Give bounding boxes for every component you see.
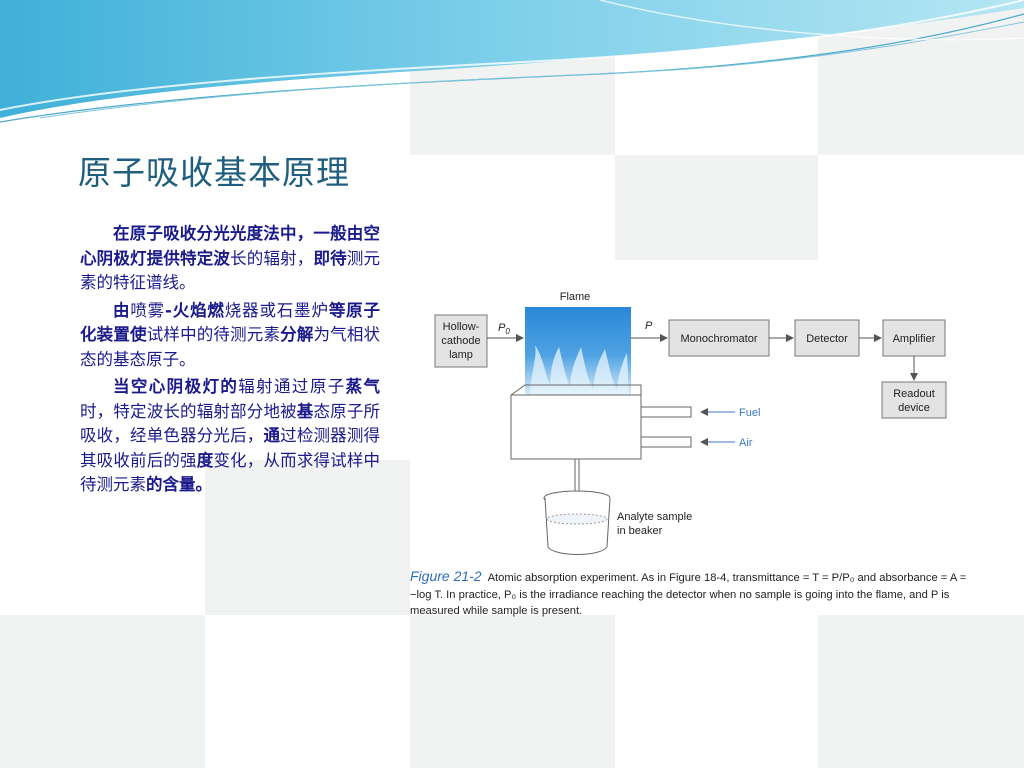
p-label: P <box>645 320 653 332</box>
paragraph: 在原子吸收分光光度法中，一般由空心阴极灯提供特定波长的辐射，即待测元素的特征谱线… <box>80 224 381 292</box>
air-label: Air <box>739 437 753 449</box>
bg-square <box>410 615 615 768</box>
sample-label: Analyte sample <box>617 511 692 523</box>
lamp-label: Hollow- <box>443 321 480 333</box>
header-wave <box>0 0 1024 123</box>
readout-label: Readout <box>893 388 935 400</box>
readout-label: device <box>898 402 930 414</box>
air-pipe <box>640 436 692 448</box>
fuel-pipe <box>640 406 692 418</box>
atomic-absorption-diagram: Hollow- cathode lamp P0 Flame Fuel Air A… <box>434 291 947 555</box>
detector-label: Detector <box>806 333 848 345</box>
fuel-label: Fuel <box>739 407 760 419</box>
bg-square <box>205 460 410 615</box>
beaker <box>544 497 611 555</box>
amplifier-box <box>882 319 946 357</box>
detector-box <box>794 319 860 357</box>
lamp-label: cathode <box>441 335 480 347</box>
flame-label: Flame <box>560 291 591 303</box>
amplifier-label: Amplifier <box>893 333 936 345</box>
p0-label: P0 <box>498 322 510 336</box>
sample-label: in beaker <box>617 525 663 537</box>
paragraph: 当空心阴极灯的辐射通过原子蒸气时，特定波长的辐射部分地被基态原子所吸收，经单色器… <box>80 377 381 494</box>
readout-box <box>881 381 947 419</box>
bg-square <box>818 615 1024 768</box>
flame-waves <box>529 345 629 395</box>
body-text: 在原子吸收分光光度法中，一般由空心阴极灯提供特定波长的辐射，即待测元素的特征谱线… <box>80 222 380 501</box>
bg-square <box>615 155 818 260</box>
lamp-label: lamp <box>449 349 473 361</box>
bg-square <box>0 615 205 768</box>
monochromator-label: Monochromator <box>680 333 757 345</box>
caption-text: Atomic absorption experiment. As in Figu… <box>410 572 967 617</box>
page-title: 原子吸收基本原理 <box>78 153 350 192</box>
lamp-box <box>434 314 488 368</box>
burner <box>510 394 642 460</box>
paragraph: 由喷雾-火焰燃烧器或石墨炉等原子化装置使试样中的待测元素分解为气相状态的基态原子… <box>80 300 381 369</box>
figure-label: Figure 21-2 <box>410 568 482 584</box>
